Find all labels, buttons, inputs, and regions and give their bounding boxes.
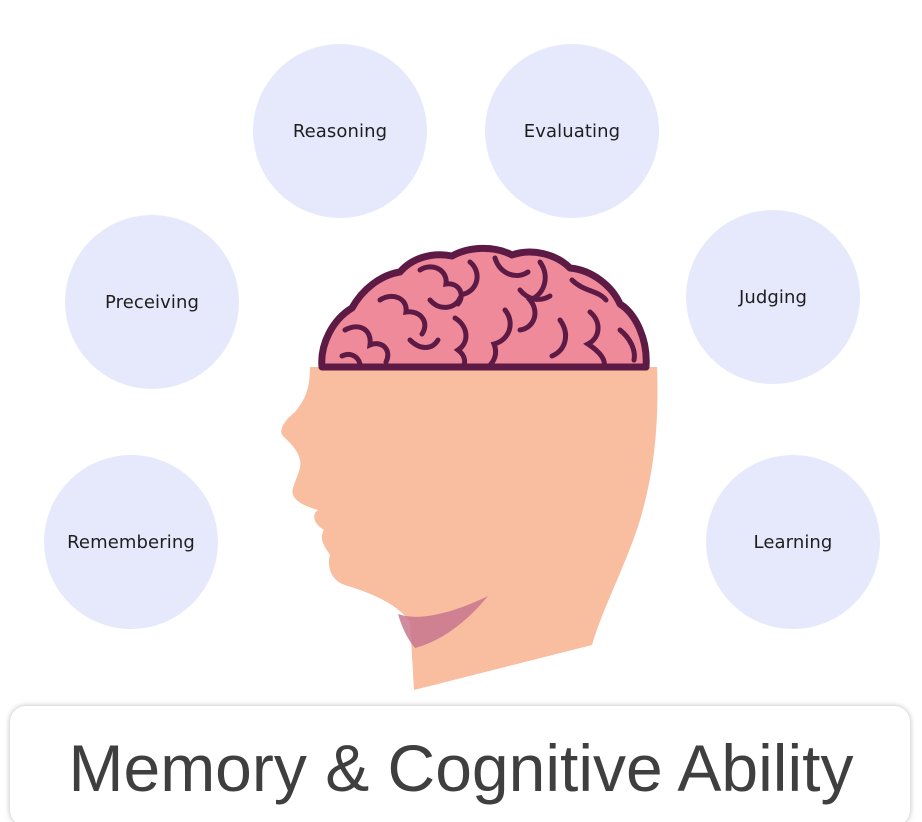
- bubble-evaluating: Evaluating: [485, 44, 659, 218]
- bubble-label-judging: Judging: [738, 286, 808, 308]
- brain-icon: [318, 244, 650, 371]
- diagram-caption: Memory & Cognitive Ability: [68, 731, 854, 805]
- neck-shadow: [398, 596, 488, 648]
- bubble-learning: Learning: [706, 455, 880, 629]
- bubble-remembering: Remembering: [44, 455, 218, 629]
- bubble-label-evaluating: Evaluating: [523, 120, 621, 142]
- caption-panel: [10, 706, 910, 822]
- bubble-label-reasoning: Reasoning: [292, 120, 388, 142]
- bubble-label-learning: Learning: [753, 531, 833, 553]
- bubble-judging: Judging: [686, 210, 860, 384]
- head-silhouette: [281, 367, 658, 690]
- human-head-profile-icon: [281, 244, 658, 690]
- bubble-label-remembering: Remembering: [67, 531, 195, 553]
- bubble-reasoning: Reasoning: [253, 44, 427, 218]
- bubble-preceiving: Preceiving: [65, 215, 239, 389]
- bubble-label-preceiving: Preceiving: [104, 291, 200, 313]
